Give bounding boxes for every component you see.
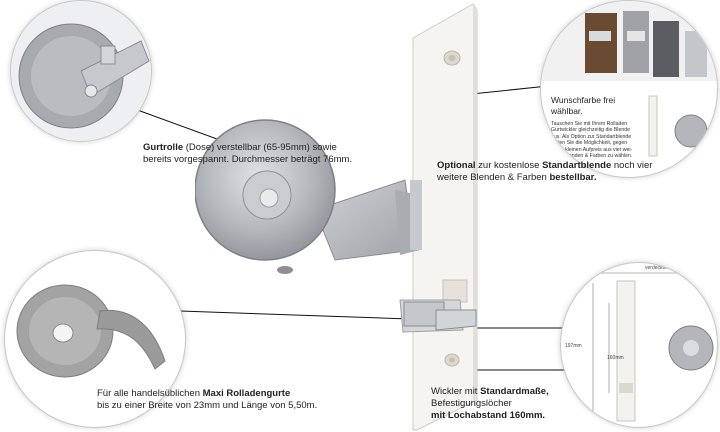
- farbe-title: Wunschfarbe frei wählbar.: [551, 95, 651, 116]
- wickler-caption: Wickler mit Standardmaße, Befestigungslö…: [431, 386, 621, 422]
- farbe-desc-line: Tauschen Sie mit Ihrem Rolladen: [551, 121, 628, 127]
- gurtrolle-detail-icon: [11, 1, 151, 141]
- bestellbar-bold: bestellbar.: [549, 172, 597, 183]
- dim-197-label: 197mm: [565, 343, 582, 349]
- wickler-caption-line2: mit Lochabstand 160mm.: [431, 410, 621, 422]
- detail-gurtrolle-circle: [10, 0, 152, 142]
- optional-caption: Optional zur kostenlose Standartblende n…: [437, 160, 717, 184]
- gurte-caption-line2: bis zu einer Breite von 23mm und Länge v…: [97, 400, 318, 411]
- optional-mid: zur kostenlose: [475, 160, 543, 171]
- farbe-description: Tauschen Sie mit Ihrem Rolladen Gurtwick…: [551, 121, 647, 159]
- standartblende-bold: Standartblende: [542, 160, 612, 171]
- gurtrolle-caption-line2: bereits vorgespannt. Durchmesser beträgt…: [143, 154, 353, 165]
- gurtrolle-line1-rest: (Dose) verstellbar (65-95mm) sowie: [183, 142, 337, 153]
- gurtrolle-bold: Gurtrolle: [143, 142, 184, 153]
- detail-farbe-circle: Wunschfarbe frei wählbar. Tauschen Sie m…: [540, 0, 718, 178]
- gurtrolle-caption-line1: Gurtrolle (Dose) verstellbar (65-95mm) s…: [143, 142, 403, 154]
- wickler-line1-pre: Wickler mit: [431, 386, 481, 397]
- gurte-caption-line1: Für alle handelsüblichen Maxi Rolladengu…: [97, 388, 377, 400]
- gurte-bold: Maxi Rolladengurte: [202, 388, 291, 399]
- gurte-line1-pre: Für alle handelsüblichen: [97, 388, 203, 399]
- farbe-title-line1: Wunschfarbe frei: [551, 95, 616, 105]
- gurtrolle-caption: Gurtrolle (Dose) verstellbar (65-95mm) s…: [143, 142, 403, 166]
- standardmasse-bold: Standardmaße,: [480, 386, 549, 397]
- dim-top-label: verdeckter: [645, 265, 669, 271]
- detail-gurte-circle: [4, 250, 186, 428]
- farbe-title-line2: wählbar.: [551, 105, 583, 116]
- dim-160-label: 160mm: [607, 355, 624, 361]
- strap-roll-icon: [16, 284, 166, 378]
- gurte-pointer: [179, 310, 439, 321]
- farbe-desc-line: bieten Sie die Möglichkeit, gegen: [551, 140, 628, 147]
- optional-bold: Optional: [437, 160, 476, 171]
- optional-caption-line1: Optional zur kostenlose Standartblende n…: [437, 160, 717, 172]
- farbe-desc-line: teren Blenden & Farben zu wählen.: [551, 153, 633, 160]
- detail-wickler-circle: verdeckter 197mm 160mm: [560, 262, 718, 428]
- optional-rest: noch vier: [611, 160, 653, 171]
- farbe-desc-line: Gurtwickler gleichzeitig die Blende: [551, 127, 631, 134]
- dimension-drawing: [592, 272, 717, 422]
- optional-line2-pre: weitere Blenden & Farben: [437, 172, 550, 183]
- bracket-icon: [403, 301, 477, 331]
- gurte-caption: Für alle handelsüblichen Maxi Rolladengu…: [97, 388, 377, 412]
- farbe-desc-line: aus. Als Option zur Standartblende: [551, 133, 632, 140]
- wickler-caption-line1: Wickler mit Standardmaße, Befestigungslö…: [431, 386, 621, 410]
- color-options-icon: [541, 1, 717, 157]
- lochabstand-bold: mit Lochabstand 160mm.: [431, 410, 546, 421]
- farbe-desc-line: einen kleinen Aufpreis aus vier wei-: [551, 146, 633, 153]
- optional-caption-line2: weitere Blenden & Farben bestellbar.: [437, 172, 717, 184]
- wickler-line1-rest: Befestigungslöcher: [431, 398, 512, 409]
